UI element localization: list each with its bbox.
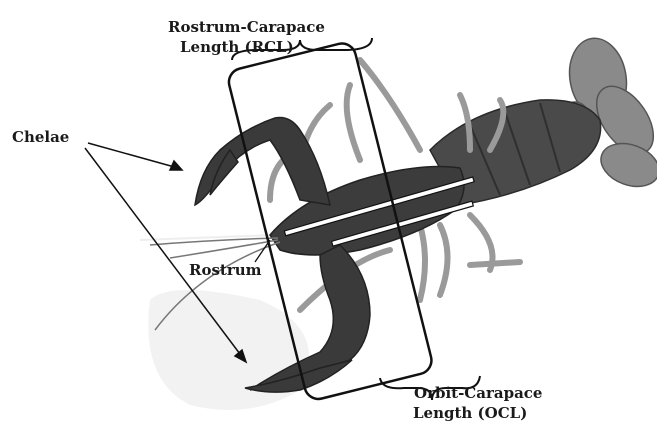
- chelae-label: Chelae: [12, 128, 69, 147]
- rostrum-label: Rostrum: [189, 261, 262, 280]
- rcl-label-line-2: Length (RCL): [180, 38, 294, 57]
- rcl-label-line-1: Rostrum-Carapace: [168, 18, 325, 37]
- ocl-label-line-1: Orbit-Carapace: [414, 384, 542, 403]
- ocl-label-line-2: Length (OCL): [413, 404, 527, 423]
